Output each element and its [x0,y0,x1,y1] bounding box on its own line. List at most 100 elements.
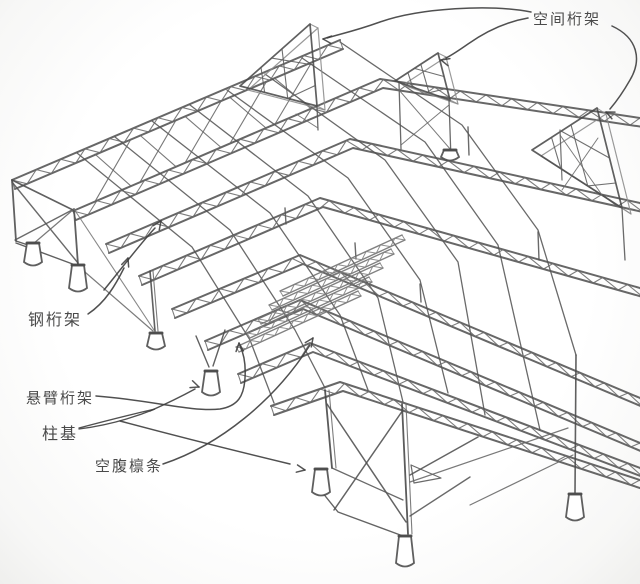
arrowhead [322,38,332,45]
sketch-line [270,57,315,66]
column-pedestal [68,264,88,293]
front-corner-column [401,403,409,535]
arrowhead [322,35,333,40]
end-wall-brace [32,208,75,245]
steel-truss-girder-6-bottom-chord [240,351,640,477]
sketch-line [398,89,452,151]
open-web-purlin-strip-1-bottom-chord [249,281,373,339]
steel-truss-girder-1-web [72,78,640,216]
sketch-line [281,48,289,99]
sketch-line [561,137,599,191]
steel-truss-girder-4-web [171,257,640,405]
sketch-line [559,134,603,196]
open-web-purlin-strip-1-top-chord [246,276,370,334]
open-web-purlin-strip-2-web [257,265,384,322]
open-web-purlin-strip-3-top-chord [268,248,392,306]
leader-space-truss-3 [609,25,638,110]
sketch-line [398,82,402,150]
column-pedestal [23,242,43,267]
sketch-line [316,105,319,131]
roof-post [284,207,287,225]
sketch-line [287,84,316,99]
open-web-purlin-strip-0-top-chord [235,290,359,348]
sketch-line [152,270,159,332]
edge-rail [77,265,154,332]
open-web-purlin-strip-3-web [268,251,395,308]
steel-truss-girder-4-top-chord [171,254,640,399]
sketch-line [246,332,251,339]
label-open-web-purlin: 空腹檩条 [95,457,164,475]
leader-open-web-purlin [162,344,311,465]
leader-steel-truss [87,267,125,315]
leader-space-truss-2 [445,17,529,59]
column [149,270,156,332]
sketch-line [316,105,326,111]
sketch-line [560,130,611,159]
column-pedestal [565,493,585,522]
open-web-purlin-strip-4-top-chord [279,234,403,292]
cross-frame-line [264,73,486,416]
sketch-line [428,87,448,94]
sketch-line [405,403,413,535]
arrowhead [605,111,613,120]
sketch-line [570,124,589,187]
end-wall-tie [11,179,74,211]
open-web-purlin-strip-3-bottom-chord [271,253,395,311]
sketch-line [550,136,562,170]
steel-truss-girder-3-web [138,200,640,296]
label-cantilever-truss: 悬臂桁架 [26,389,95,407]
sketch-line [413,67,445,78]
column-pedestal [311,468,331,497]
column-strut [212,329,226,367]
sketch-line [449,99,459,105]
arrowhead [310,337,314,348]
end-wall-brace [11,181,79,264]
open-web-purlin-strip-0-bottom-chord [238,295,362,353]
arrowhead [120,257,129,266]
sketch-line [621,207,626,261]
steel-truss-girder-2-top-chord [105,138,640,245]
open-web-purlin-strip-0-web [235,293,362,350]
sketch-line [587,182,617,187]
label-column-base: 柱基 [42,424,79,443]
arrowhead [440,57,451,61]
label-space-truss: 空间桁架 [533,10,602,28]
end-wall-brace [14,208,75,241]
sketch-line [357,290,362,297]
steel-truss-girder-3-top-chord [138,197,640,289]
open-web-purlin-strip-4-bottom-chord [282,239,406,297]
roof-x-brace [139,119,177,183]
open-web-purlin-strip-2-bottom-chord [260,267,384,325]
arrowhead [304,337,314,344]
sketch-line [559,129,563,181]
front-tie [331,467,404,501]
sketch-line [379,262,384,269]
arrowhead [235,342,240,353]
arrowhead [295,469,306,473]
cross-frame-line [301,57,541,431]
sketch-line [328,389,337,469]
sketch-line [368,276,373,283]
open-web-purlin-strip-1-web [246,279,373,336]
arrowhead [158,220,162,231]
sketch-line [268,304,273,311]
steel-truss-girder-6-web [237,342,640,476]
open-web-purlin-strip-4-web [279,237,406,294]
label-steel-truss: 钢桁架 [28,310,83,329]
steel-truss-girder-2-web [105,140,640,249]
cross-frame-line [114,136,326,389]
cross-frame-line [189,104,404,403]
sketch-line [420,63,430,94]
cross-frame-line [339,41,577,356]
roof-post [467,126,470,156]
edge-brace [73,208,155,331]
leader-space-truss-1 [326,7,532,39]
sketch-line [390,248,395,255]
sketch-line [138,275,143,286]
column-pedestal [145,332,167,351]
sketch-line [596,107,607,115]
steel-truss-girder-7-bottom-chord [273,390,640,490]
steel-truss-girder-1-bottom-chord [75,87,640,221]
sketch-line [257,318,262,325]
